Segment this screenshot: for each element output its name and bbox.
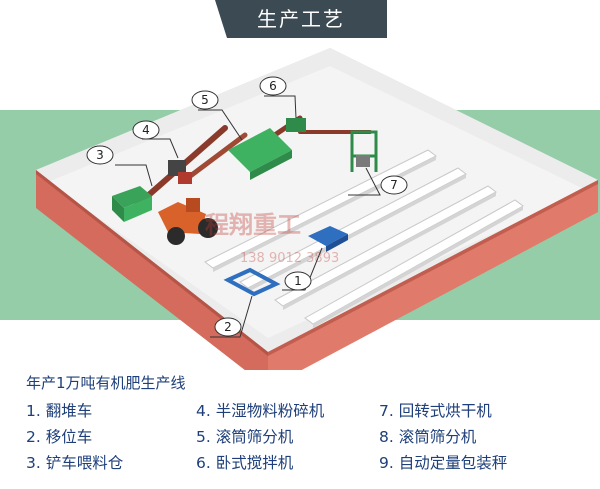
callout-4: 4 [132,120,160,140]
floor-inner [48,66,586,338]
svg-text:4: 4 [142,123,150,137]
watermark: 程翔重工 138 9012 3893 [205,211,339,266]
horizontal-mixer [286,118,306,132]
compost-turner [308,226,348,252]
svg-text:3: 3 [96,148,104,162]
trough-shadows [213,156,523,328]
callout-7: 7 [380,175,408,195]
legend-item-1: 1. 翻堆车 [26,402,93,420]
legend-item-4: 4. 半湿物料粉碎机 [196,402,325,420]
legend-item-7: 7. 回转式烘干机 [379,402,492,420]
wheel-loader [158,198,218,245]
banner-shape [215,0,387,38]
legend-item-2: 2. 移位车 [26,428,93,446]
svg-text:7: 7 [390,178,398,192]
drum-screen [228,128,292,180]
shifting-car [223,267,281,297]
wall-front-left [36,170,268,370]
watermark-brand: 程翔重工 [205,211,301,239]
legend-item-6: 6. 卧式搅拌机 [196,454,294,472]
factory-scene: 程翔重工 138 9012 3893 3 4 5 6 7 1 2 [0,48,600,370]
callout-3: 3 [86,145,114,165]
wall-front-right [268,180,598,370]
svg-text:6: 6 [269,79,277,93]
callout-6: 6 [259,76,287,96]
svg-text:2: 2 [224,320,232,334]
title-banner: 生产工艺 [215,0,387,38]
legend-item-3: 3. 铲车喂料仓 [26,454,124,472]
callout-2: 2 [214,317,242,337]
svg-text:1: 1 [294,274,302,288]
svg-text:5: 5 [201,93,209,107]
compost-troughs [204,149,524,325]
feeder-bin [112,186,152,222]
legend-item-8: 8. 滚筒筛分机 [379,428,477,446]
legend-title: 年产1万吨有机肥生产线 [26,374,186,392]
crusher [168,160,192,184]
equipment-legend: 年产1万吨有机肥生产线 1. 翻堆车 4. 半湿物料粉碎机 7. 回转式烘干机 … [26,372,586,474]
callout-bubbles: 3 4 5 6 7 1 2 [86,76,408,337]
banner-title: 生产工艺 [257,7,345,31]
legend-item-5: 5. 滚筒筛分机 [196,428,294,446]
legend-grid: 1. 翻堆车 4. 半湿物料粉碎机 7. 回转式烘干机 2. 移位车 5. 滚筒… [26,400,586,474]
watermark-phone: 138 9012 3893 [240,251,339,266]
legend-item-9: 9. 自动定量包装秤 [379,454,508,472]
callout-1: 1 [284,271,312,291]
callout-5: 5 [191,90,219,110]
callout-lines [115,95,381,338]
